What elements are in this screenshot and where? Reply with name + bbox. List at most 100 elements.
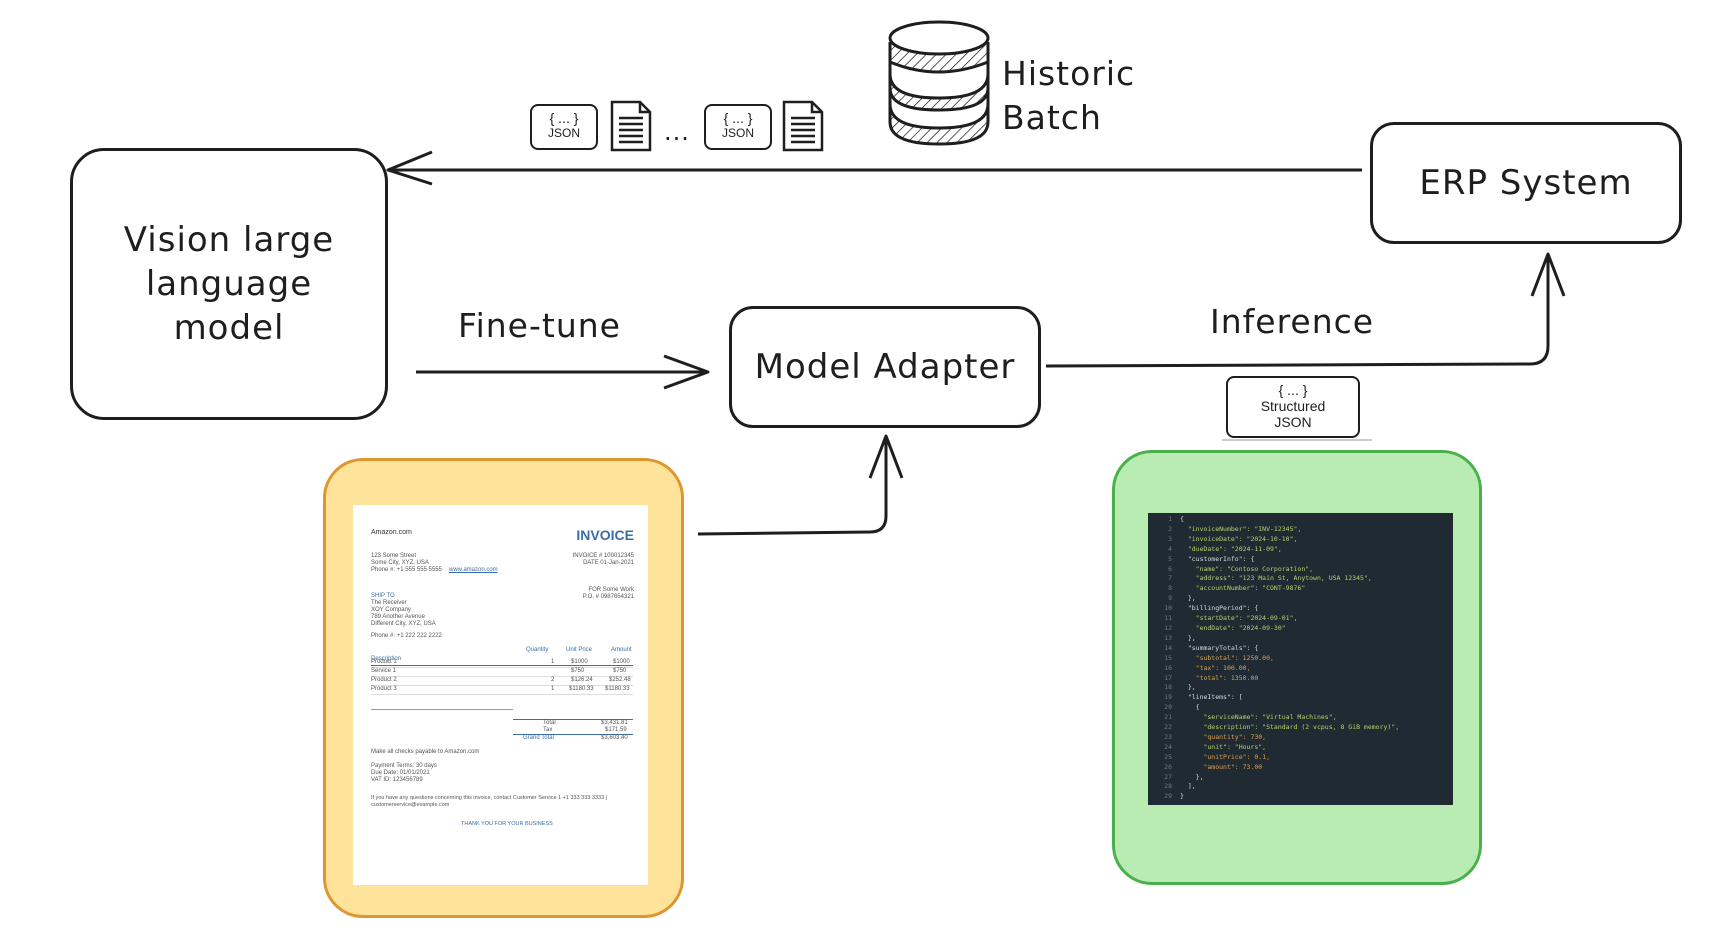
json-text: JSON xyxy=(721,126,754,140)
col-amount: Amount xyxy=(611,647,632,653)
total-row: Tax $171.59 xyxy=(513,727,633,734)
code-text: "customerInfo": { xyxy=(1180,554,1255,563)
code-text: "startDate": "2024-09-01", xyxy=(1180,614,1298,623)
structured-json-brace: { ... } xyxy=(1278,382,1308,398)
code-text: "total": 1350.00 xyxy=(1180,673,1259,682)
code-line: 27 }, xyxy=(1150,773,1453,783)
line-number: 15 xyxy=(1164,653,1172,662)
line-number: 18 xyxy=(1164,683,1172,692)
invoice-email: customerservice@example.com xyxy=(371,802,450,808)
table-row: Product 1 1 $1000 $1000 xyxy=(371,659,633,668)
json-brace: { ... } xyxy=(549,110,579,126)
code-text: }, xyxy=(1180,594,1196,603)
code-text: }, xyxy=(1180,772,1204,781)
code-text: "invoiceDate": "2024-10-10", xyxy=(1180,534,1298,543)
line-number: 24 xyxy=(1164,742,1172,751)
json-brace: { ... } xyxy=(723,110,753,126)
code-line: 2 "invoiceNumber": "INV-12345", xyxy=(1150,525,1453,535)
line-number: 13 xyxy=(1164,633,1172,642)
row-cell: $750 xyxy=(571,668,585,674)
code-line: 17 "total": 1350.00 xyxy=(1150,674,1453,684)
code-line: 9 }, xyxy=(1150,594,1453,604)
code-line: 23 "quantity": 730, xyxy=(1150,733,1453,743)
code-line: 11 "startDate": "2024-09-01", xyxy=(1150,614,1453,624)
code-line: 22 "description": "Standard (2 vcpus, 8 … xyxy=(1150,723,1453,733)
line-number: 7 xyxy=(1168,574,1172,583)
code-line: 7 "address": "123 Main St, Anytown, USA … xyxy=(1150,574,1453,584)
code-line: 19 "lineItems": [ xyxy=(1150,693,1453,703)
invoice-title: INVOICE xyxy=(576,527,634,543)
vision-model-label: Vision large language model xyxy=(123,219,335,349)
line-number: 19 xyxy=(1164,693,1172,702)
line-number: 26 xyxy=(1164,762,1172,771)
erp-system-node: ERP System xyxy=(1370,122,1682,244)
code-line: 12 "endDate": "2024-09-30" xyxy=(1150,624,1453,634)
vision-model-node: Vision large language model xyxy=(70,148,388,420)
line-number: 9 xyxy=(1168,594,1172,603)
line-number: 21 xyxy=(1164,713,1172,722)
invoice-document: Amazon.com INVOICE 123 Some Street Some … xyxy=(353,505,648,885)
line-number: 10 xyxy=(1164,604,1172,613)
signature-line xyxy=(371,709,513,710)
invoice-link: www.amazon.com xyxy=(449,567,498,573)
invoice-address-3: Phone #: +1 555 555 5555 xyxy=(371,567,442,573)
code-line: 25 "unitPrice": 0.1, xyxy=(1150,753,1453,763)
code-text: "tax": 100.00, xyxy=(1180,663,1251,672)
code-text: "summaryTotals": { xyxy=(1180,643,1259,652)
total-row: Grand Total $3,603.40 xyxy=(513,734,633,742)
code-line: 28 ], xyxy=(1150,782,1453,792)
table-row: Product 2 2 $126.24 $252.48 xyxy=(371,677,633,686)
code-text: "lineItems": [ xyxy=(1180,693,1243,702)
row-cell: $1000 xyxy=(571,659,588,665)
structured-json-tag: { ... } Structured JSON xyxy=(1226,376,1360,438)
code-line: 10 "billingPeriod": { xyxy=(1150,604,1453,614)
row-cell: Service 1 xyxy=(371,668,397,674)
code-text: "billingPeriod": { xyxy=(1180,604,1259,613)
code-text: { xyxy=(1180,703,1200,712)
invoice-note: Make all checks payable to Amazon.com xyxy=(371,749,480,755)
row-cell: Product 2 xyxy=(371,677,397,683)
row-cell: $1000 xyxy=(613,659,630,665)
invoice-table-header: Description Quantity Unit Price Amount xyxy=(371,647,633,666)
line-number: 6 xyxy=(1168,564,1172,573)
invoice-terms-1: Payment Terms: 30 days xyxy=(371,763,437,769)
line-number: 1 xyxy=(1168,515,1172,523)
code-text: "subtotal": 1250.00, xyxy=(1180,653,1274,662)
line-number: 23 xyxy=(1164,732,1172,741)
code-line: 3 "invoiceDate": "2024-10-10", xyxy=(1150,535,1453,545)
document-icon xyxy=(610,100,652,152)
code-line: 24 "unit": "Hours", xyxy=(1150,743,1453,753)
invoice-terms-2: Due Date: 01/01/2021 xyxy=(371,770,430,776)
code-line: 6 "name": "Contoso Corporation", xyxy=(1150,565,1453,575)
col-description: Description xyxy=(371,656,402,662)
code-text: "unit": "Hours", xyxy=(1180,742,1267,751)
fine-tune-label: Fine-tune xyxy=(458,306,621,345)
code-line: 13 }, xyxy=(1150,634,1453,644)
row-cell: $126.24 xyxy=(571,677,593,683)
total-value: $3,603.40 xyxy=(601,735,628,741)
code-text: "endDate": "2024-09-30" xyxy=(1180,623,1286,632)
code-line: 21 "serviceName": "Virtual Machines", xyxy=(1150,713,1453,723)
line-number: 16 xyxy=(1164,663,1172,672)
code-line: 1{ xyxy=(1150,515,1453,525)
row-cell: Product 3 xyxy=(371,686,397,692)
code-text: "address": "123 Main St, Anytown, USA 12… xyxy=(1180,574,1372,583)
code-line: 5 "customerInfo": { xyxy=(1150,555,1453,565)
invoice-arrow-line xyxy=(697,440,888,536)
invoice-company: Amazon.com xyxy=(371,529,412,536)
database-icon xyxy=(888,20,990,146)
json-file-tag: { ... } JSON xyxy=(530,104,598,150)
code-text: "description": "Standard (2 vcpus, 8 GiB… xyxy=(1180,723,1400,732)
json-text: JSON xyxy=(547,126,580,140)
line-number: 2 xyxy=(1168,524,1172,533)
code-line: 29} xyxy=(1150,792,1453,802)
total-label: Grand Total xyxy=(523,735,554,741)
code-text: } xyxy=(1180,792,1184,801)
col-unit-price: Unit Price xyxy=(566,647,593,653)
total-row: Total $3,431.81 xyxy=(513,719,633,727)
line-number: 29 xyxy=(1164,792,1172,801)
structured-json-line2: JSON xyxy=(1274,414,1312,430)
code-line: 16 "tax": 100.00, xyxy=(1150,664,1453,674)
code-text: { xyxy=(1180,515,1184,523)
